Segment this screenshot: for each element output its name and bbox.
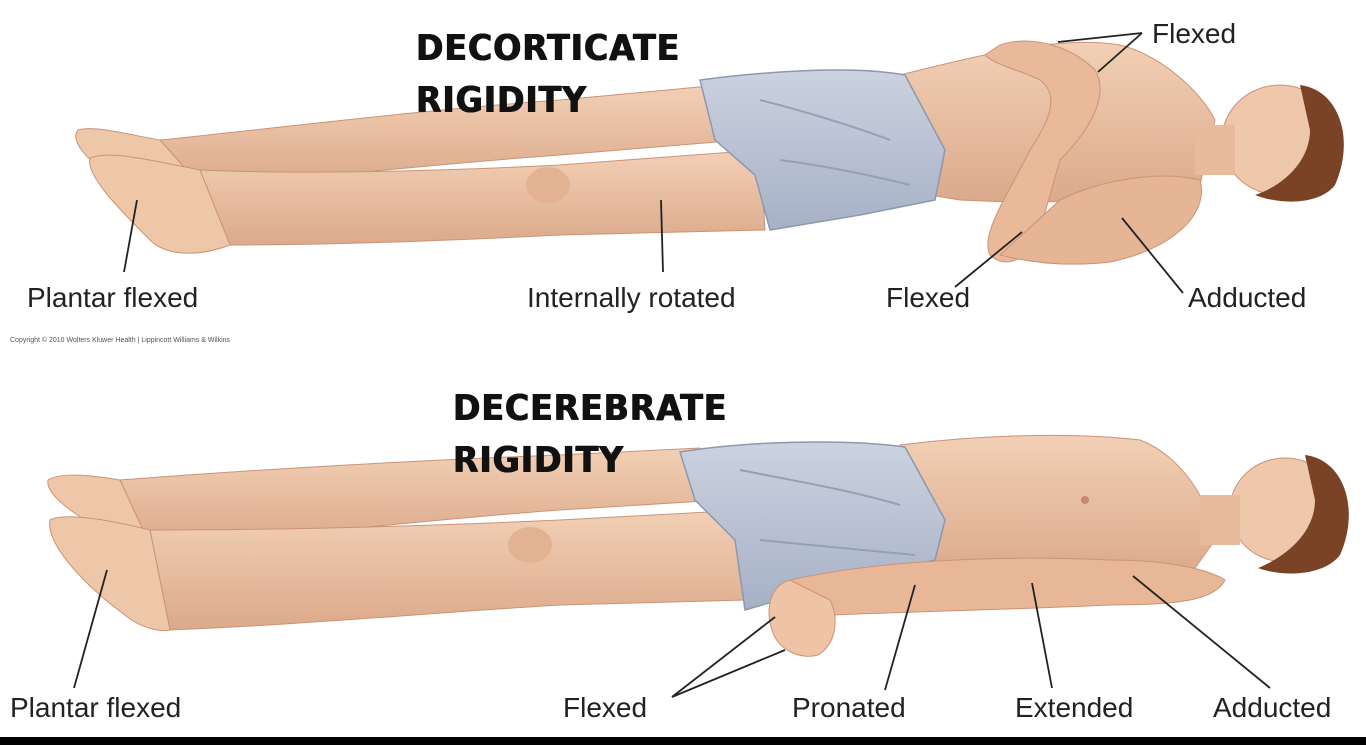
label-decorticate-adducted: Adducted xyxy=(1188,282,1307,313)
label-decorticate-flexed-arm: Flexed xyxy=(886,282,971,313)
decerebrate-figure xyxy=(47,434,1349,657)
decorticate-arm xyxy=(984,40,1101,263)
label-decerebrate-plantar-flexed: Plantar flexed xyxy=(10,692,182,723)
label-decerebrate-extended: Extended xyxy=(1015,692,1134,723)
leader-adducted-bottom xyxy=(1132,575,1271,689)
decorticate-shorts xyxy=(699,69,946,231)
decerebrate-torso xyxy=(899,434,1216,578)
decerebrate-knee xyxy=(508,527,552,563)
leader-plantar-top xyxy=(123,199,138,273)
leader-extended xyxy=(1031,582,1053,689)
decorticate-hair xyxy=(1255,85,1344,202)
label-decorticate-flexed-top: Flexed xyxy=(1152,18,1237,49)
decerebrate-title-line2: RIGIDITY xyxy=(453,440,625,481)
leader-flexed-bottom-1 xyxy=(671,616,776,698)
decerebrate-arm xyxy=(788,557,1226,616)
decerebrate-hair xyxy=(1258,455,1349,574)
leader-flexed-bottom-2 xyxy=(671,649,786,698)
decorticate-knee xyxy=(526,167,570,203)
decerebrate-fist xyxy=(768,579,836,657)
decorticate-upper-arm xyxy=(998,175,1202,265)
label-decerebrate-pronated: Pronated xyxy=(792,692,906,723)
copyright-text: Copyright © 2010 Wolters Kluwer Health |… xyxy=(10,337,231,344)
label-decorticate-internally-rotated: Internally rotated xyxy=(527,282,736,313)
bottom-border xyxy=(0,737,1366,745)
leader-flexed-top-2 xyxy=(1097,32,1143,73)
decorticate-title-line2: RIGIDITY xyxy=(416,80,588,121)
leader-flexed-top-1 xyxy=(1057,32,1143,43)
label-decerebrate-adducted: Adducted xyxy=(1213,692,1332,723)
decerebrate-front-foot xyxy=(49,516,171,631)
decerebrate-title-line1: DECEREBRATE xyxy=(453,388,728,429)
leader-lines xyxy=(73,32,1271,698)
decorticate-front-leg xyxy=(199,149,766,246)
leader-internally-rotated xyxy=(660,199,664,273)
decorticate-front-foot xyxy=(89,154,231,254)
decorticate-title-line1: DECORTICATE xyxy=(416,28,681,69)
leader-plantar-bottom xyxy=(73,569,108,689)
decorticate-figure xyxy=(75,40,1344,265)
label-decerebrate-flexed: Flexed xyxy=(563,692,648,723)
label-decorticate-plantar-flexed: Plantar flexed xyxy=(27,282,199,313)
leader-pronated xyxy=(884,584,916,691)
leader-flexed-arm xyxy=(954,231,1023,288)
leader-adducted-top xyxy=(1121,217,1184,294)
